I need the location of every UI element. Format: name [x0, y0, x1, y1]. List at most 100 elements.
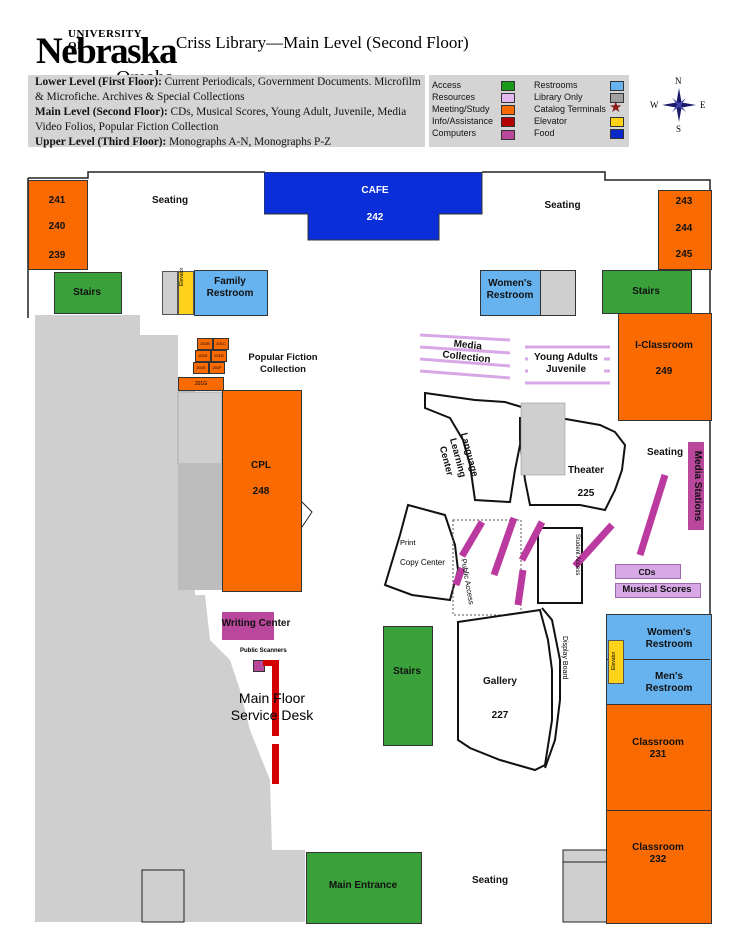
- seating-top-left: Seating: [151, 195, 189, 206]
- media-stations-label: Media Stations: [692, 450, 703, 522]
- stairs-center: [383, 626, 433, 746]
- seating-bottom: Seating: [471, 875, 509, 886]
- legend-swatch-food: [610, 129, 624, 139]
- compass-n: N: [675, 76, 682, 86]
- cds-shelf: [615, 564, 681, 579]
- legend-catalog: Catalog Terminals: [534, 104, 606, 114]
- main-entrance-label: Main Entrance: [328, 880, 398, 891]
- compass-icon: [662, 88, 696, 122]
- popular-fiction-label: Popular Fiction Collection: [248, 352, 318, 375]
- study-room-7: 201G: [178, 377, 224, 391]
- seating-mid: Seating: [646, 447, 684, 458]
- study-room-5: 201E: [193, 362, 209, 374]
- service-desk-counter: [272, 660, 279, 736]
- service-desk-counter-lower: [272, 744, 279, 784]
- cpl-label: CPL: [251, 460, 271, 471]
- stairs-right-label: Stairs: [632, 286, 660, 297]
- main-level-line: Main Level (Second Floor): CDs, Musical …: [28, 105, 425, 135]
- young-adults-label: Young Adults Juvenile: [528, 352, 604, 376]
- room-240: 240: [48, 221, 66, 232]
- legend-info: Info/Assistance: [432, 116, 494, 126]
- legend-swatch-meeting: [501, 105, 515, 115]
- service-desk-top: [263, 660, 278, 666]
- restroom-divider: [606, 659, 710, 660]
- cafe-shape: [264, 172, 483, 241]
- legend-resources: Resources: [432, 92, 476, 102]
- legend-swatch-resources: [501, 93, 515, 103]
- copy-center-label: Copy Center: [400, 558, 445, 567]
- elevator-top-label: Elevator: [179, 267, 185, 286]
- room-245: 245: [675, 249, 693, 260]
- page-title: Criss Library—Main Level (Second Floor): [176, 33, 469, 52]
- writing-center: [222, 612, 274, 640]
- upper-level-line: Upper Level (Third Floor): Monographs A-…: [28, 135, 425, 150]
- main-level-label: Main Level (Second Floor):: [35, 106, 168, 118]
- scanner-station: [253, 660, 265, 672]
- lower-level-label: Lower Level (First Floor):: [35, 76, 162, 88]
- legend-computers: Computers: [432, 128, 477, 138]
- study-room-1: 201B: [197, 338, 213, 350]
- mens-restroom-label: Men's Restroom: [645, 671, 693, 694]
- cds-label: CDs: [638, 567, 656, 577]
- musical-scores-label: Musical Scores: [622, 584, 692, 595]
- map-legend: Access Resources Meeting/Study Info/Assi…: [429, 75, 629, 147]
- i-classroom: [618, 313, 712, 421]
- classroom-232: [606, 810, 712, 924]
- elevator-top: [178, 271, 194, 315]
- womens-restroom-top: [480, 270, 542, 316]
- legend-swatch-computers: [501, 130, 515, 140]
- legend-swatch-info: [501, 117, 515, 127]
- service-desk-label: Main Floor Service Desk: [230, 690, 314, 723]
- logo-university-of: UNIVERSITY OF: [68, 28, 142, 52]
- room-239: 239: [48, 250, 66, 261]
- elevator-right-label: Elevator: [611, 651, 617, 670]
- seating-top-right: Seating: [544, 200, 581, 211]
- legend-elevator: Elevator: [534, 116, 568, 126]
- legend-swatch-restrooms: [610, 81, 624, 91]
- upper-level-label: Upper Level (Third Floor):: [35, 136, 167, 148]
- cpl-room: [222, 390, 302, 592]
- stairs-left-label: Stairs: [73, 287, 101, 298]
- compass-rose: N S W E: [650, 76, 708, 136]
- womens-restroom-label: Women's Restroom: [645, 627, 693, 650]
- room-244: 244: [675, 223, 693, 234]
- classroom-232-label: Classroom 232: [632, 842, 684, 865]
- main-level-text: CDs, Musical Scores, Young Adult, Juveni…: [35, 106, 407, 133]
- public-scanners-label: Public Scanners: [240, 648, 287, 654]
- room-243: 243: [675, 196, 693, 207]
- gallery-label: Gallery: [483, 676, 517, 687]
- room-group-241-239: [28, 180, 88, 270]
- study-room-2: 201C: [213, 338, 229, 350]
- levels-info: Lower Level (First Floor): Current Perio…: [28, 75, 425, 150]
- legend-food: Food: [534, 128, 555, 138]
- room-group-243-245: [658, 190, 712, 270]
- star-icon: ★: [609, 99, 623, 116]
- print-label: Print: [400, 538, 416, 547]
- legend-swatch-elevator: [610, 117, 624, 127]
- family-restroom-gray: [162, 271, 178, 315]
- womens-restroom-top-label: Women's Restroom: [486, 278, 534, 301]
- womens-restroom-gray: [540, 270, 576, 316]
- compass-e: E: [700, 100, 706, 110]
- lower-level-line: Lower Level (First Floor): Current Perio…: [28, 75, 425, 105]
- lower-level-text: Current Periodicals, Government Document…: [35, 76, 421, 103]
- classroom-231-label: Classroom 231: [632, 737, 684, 760]
- cpl-number: 248: [252, 486, 270, 497]
- study-room-3: 201E: [195, 350, 211, 362]
- upper-level-text: Monographs A-N, Monographs P-Z: [166, 136, 332, 148]
- room-241: 241: [48, 195, 66, 206]
- elevator-right: [608, 640, 624, 684]
- display-board-label: Display Board: [561, 636, 568, 680]
- family-restroom: [194, 270, 268, 316]
- stairs-center-label: Stairs: [393, 666, 421, 677]
- main-entrance: [306, 852, 422, 924]
- legend-restrooms: Restrooms: [534, 80, 578, 90]
- legend-swatch-library-only: [610, 93, 624, 103]
- compass-w: W: [650, 100, 659, 110]
- stairs-right: [602, 270, 692, 314]
- stairs-left: [54, 272, 122, 314]
- study-room-6: 201F: [209, 362, 225, 374]
- study-rooms: 201B 201C 201E 201D 201E 201F: [193, 338, 231, 380]
- study-room-4: 201D: [211, 350, 227, 362]
- legend-access: Access: [432, 80, 462, 90]
